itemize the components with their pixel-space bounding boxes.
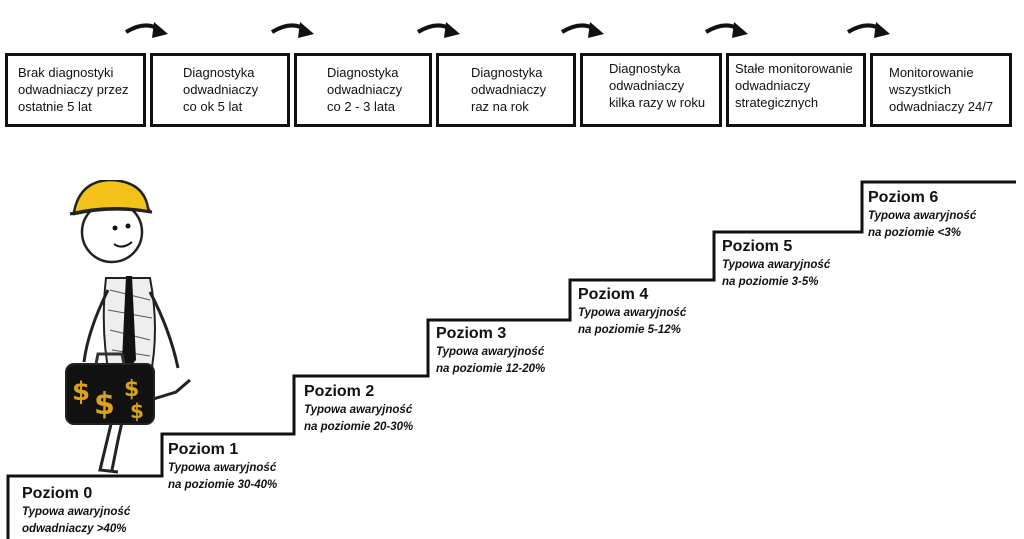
briefcase-icon: $ $ $ $: [65, 352, 155, 425]
step-line: Brak diagnostyki: [18, 65, 114, 80]
level-5: Poziom 5 Typowa awaryjność na poziomie 3…: [722, 237, 830, 291]
level-desc: Typowa awaryjność: [578, 307, 687, 319]
step-box-1: Diagnostyka odwadniaczy co ok 5 lat: [150, 53, 290, 127]
level-desc: na poziomie 3-5%: [722, 276, 819, 288]
level-6: Poziom 6 Typowa awaryjność na poziomie <…: [868, 188, 976, 242]
level-desc: na poziomie 30-40%: [168, 479, 278, 491]
step-line: co 2 - 3 lata: [327, 99, 395, 114]
level-name: Poziom 2: [304, 383, 375, 400]
level-0: Poziom 0 Typowa awaryjność odwadniaczy >…: [22, 484, 130, 538]
level-2: Poziom 2 Typowa awaryjność na poziomie 2…: [304, 382, 413, 436]
step-box-6: Monitorowanie wszystkich odwadniaczy 24/…: [870, 53, 1012, 127]
curved-arrow-icon: [846, 22, 890, 38]
worker-figure: $ $ $ $: [65, 180, 191, 474]
step-box-3: Diagnostyka odwadniaczy raz na rok: [436, 53, 576, 127]
curved-arrow-icon: [416, 22, 460, 38]
level-desc: na poziomie 20-30%: [304, 421, 414, 433]
level-name: Poziom 4: [578, 286, 649, 303]
dollar-sign-icon: $: [94, 387, 115, 422]
step-box-2: Diagnostyka odwadniaczy co 2 - 3 lata: [294, 53, 432, 127]
level-desc: Typowa awaryjność: [722, 259, 831, 271]
step-line: odwadniaczy: [327, 82, 403, 97]
step-line: co ok 5 lat: [183, 99, 243, 114]
step-line: Diagnostyka: [327, 65, 399, 80]
level-1: Poziom 1 Typowa awaryjność na poziomie 3…: [168, 440, 277, 494]
level-desc: Typowa awaryjność: [304, 404, 413, 416]
step-line: Diagnostyka: [609, 61, 681, 76]
step-box-0: Brak diagnostyki odwadniaczy przez ostat…: [5, 53, 146, 127]
step-line: odwadniaczy: [609, 78, 685, 93]
curved-arrow-icon: [270, 22, 314, 38]
step-line: Monitorowanie: [889, 65, 974, 80]
step-line: kilka razy w roku: [609, 95, 706, 110]
level-desc: Typowa awaryjność: [436, 346, 545, 358]
level-desc: na poziomie 12-20%: [436, 363, 546, 375]
step-line: Diagnostyka: [183, 65, 255, 80]
level-name: Poziom 3: [436, 325, 507, 342]
step-line: odwadniaczy przez: [18, 82, 129, 97]
dollar-sign-icon: $: [130, 399, 144, 423]
step-line: raz na rok: [471, 99, 529, 114]
step-line: wszystkich: [889, 82, 952, 97]
level-desc: na poziomie <3%: [868, 227, 961, 239]
step-line: Diagnostyka: [471, 65, 543, 80]
level-desc: Typowa awaryjność: [22, 506, 131, 518]
curved-arrow-icon: [704, 22, 748, 38]
step-line: strategicznych: [735, 95, 819, 110]
level-desc: na poziomie 5-12%: [578, 324, 681, 336]
level-name: Poziom 0: [22, 485, 93, 502]
level-3: Poziom 3 Typowa awaryjność na poziomie 1…: [436, 324, 545, 378]
step-line: odwadniaczy: [471, 82, 547, 97]
dollar-sign-icon: $: [72, 377, 90, 407]
level-desc: odwadniaczy >40%: [22, 523, 127, 535]
level-desc: Typowa awaryjność: [168, 462, 277, 474]
dollar-sign-icon: $: [124, 377, 139, 402]
level-name: Poziom 1: [168, 441, 239, 458]
step-line: odwadniaczy: [183, 82, 259, 97]
step-line: odwadniaczy: [735, 78, 811, 93]
step-box-5: Stałe monitorowanie odwadniaczy strategi…: [726, 53, 866, 127]
level-desc: Typowa awaryjność: [868, 210, 977, 222]
step-line: odwadniaczy 24/7: [889, 99, 994, 114]
curved-arrow-icon: [560, 22, 604, 38]
level-name: Poziom 5: [722, 238, 793, 255]
level-4: Poziom 4 Typowa awaryjność na poziomie 5…: [578, 285, 686, 339]
step-box-4: Diagnostyka odwadniaczy kilka razy w rok…: [580, 53, 722, 127]
curved-arrow-icon: [124, 22, 168, 38]
level-name: Poziom 6: [868, 189, 939, 206]
step-line: Stałe monitorowanie: [735, 61, 853, 76]
step-line: ostatnie 5 lat: [18, 99, 92, 114]
